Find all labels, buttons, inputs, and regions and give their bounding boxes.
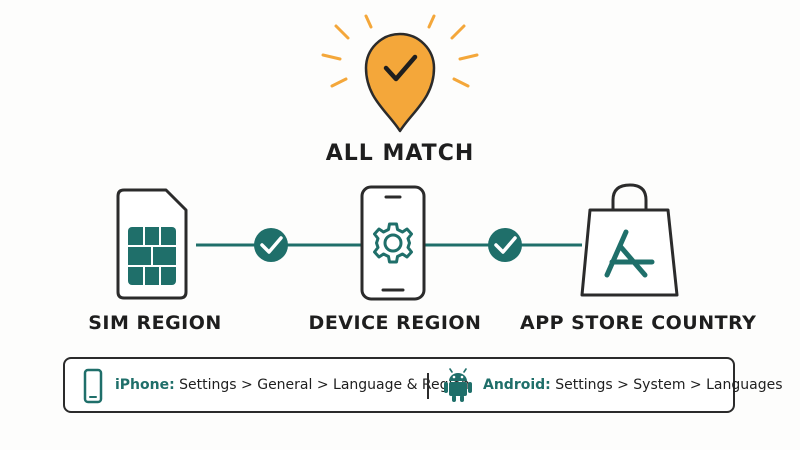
app-store-bag-icon bbox=[580, 183, 679, 297]
rays-icon bbox=[321, 14, 479, 88]
iphone-icon bbox=[83, 368, 103, 404]
check-icon bbox=[488, 228, 522, 262]
android-instruction: Android: Settings > System > Languages bbox=[483, 377, 783, 393]
headline: ALL MATCH bbox=[325, 141, 475, 166]
iphone-label: iPhone: bbox=[115, 377, 175, 393]
phone-settings-icon bbox=[360, 185, 426, 301]
iphone-instruction: iPhone: Settings > General > Language & … bbox=[115, 377, 470, 393]
android-label: Android: bbox=[483, 377, 551, 393]
location-pin-check-icon bbox=[364, 32, 436, 133]
sim-card-icon bbox=[116, 188, 188, 300]
android-icon bbox=[444, 368, 472, 402]
device-region-label: DEVICE REGION bbox=[308, 312, 482, 334]
divider bbox=[427, 373, 429, 399]
app-store-country-label: APP STORE COUNTRY bbox=[520, 312, 757, 334]
check-icon bbox=[254, 228, 288, 262]
sim-region-label: SIM REGION bbox=[88, 312, 222, 334]
android-path: Settings > System > Languages bbox=[555, 377, 783, 393]
iphone-path: Settings > General > Language & Region bbox=[179, 377, 470, 393]
instructions-box: iPhone: Settings > General > Language & … bbox=[63, 357, 783, 413]
